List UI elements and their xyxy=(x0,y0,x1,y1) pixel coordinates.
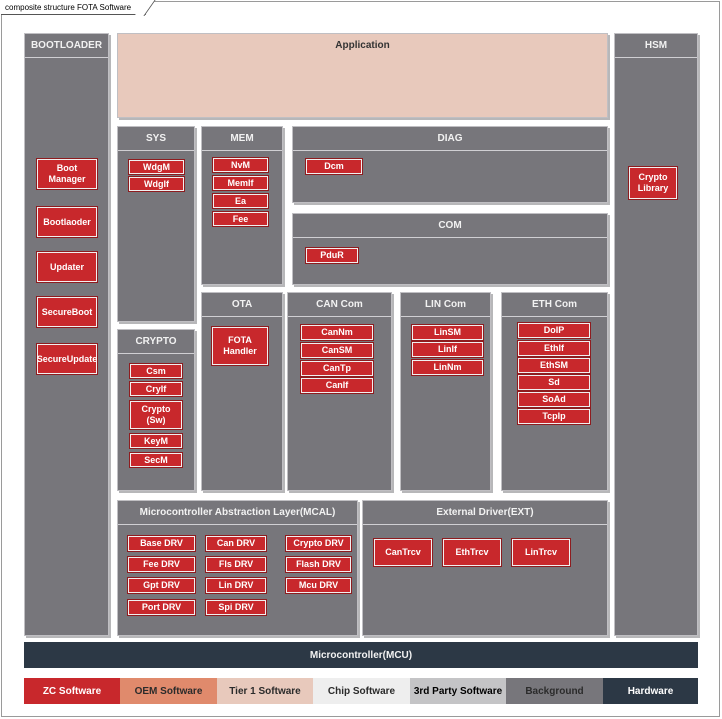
module-crypto-drv: Crypto DRV xyxy=(285,535,352,552)
diag-title: DIAG xyxy=(293,127,607,151)
mem-block: MEM NvM MemIf Ea Fee xyxy=(201,126,283,285)
hsm-block: HSM Crypto Library xyxy=(614,33,698,636)
crypto-block: CRYPTO Csm CryIf Crypto (Sw) KeyM SecM xyxy=(117,329,195,491)
diag-block: DIAG Dcm xyxy=(292,126,608,203)
legend-zc-software: ZC Software xyxy=(24,678,120,704)
ext-title: External Driver(EXT) xyxy=(363,501,607,525)
module-canif: CanIf xyxy=(300,377,374,394)
module-secm: SecM xyxy=(129,452,183,468)
module-ea: Ea xyxy=(212,193,269,209)
bootloader-title: BOOTLOADER xyxy=(25,34,108,58)
mcu-title: Microcontroller(MCU) xyxy=(309,650,413,661)
module-ethsm: EthSM xyxy=(517,357,591,374)
module-lintrcv: LinTrcv xyxy=(511,538,571,567)
lin-com-block: LIN Com LinSM LinIf LinNm xyxy=(400,292,491,491)
module-can-drv: Can DRV xyxy=(205,535,267,552)
eth-com-block: ETH Com DoIP EthIf EthSM Sd SoAd TcpIp xyxy=(501,292,608,491)
module-cantrcv: CanTrcv xyxy=(373,538,433,567)
module-updater: Updater xyxy=(36,251,98,283)
sys-title: SYS xyxy=(118,127,194,151)
module-spi-drv: Spi DRV xyxy=(205,599,267,616)
module-wdgif: WdgIf xyxy=(128,176,185,192)
hsm-title: HSM xyxy=(615,34,697,58)
ext-block: External Driver(EXT) CanTrcv EthTrcv Lin… xyxy=(362,500,608,636)
module-wdgm: WdgM xyxy=(128,159,185,175)
module-doip: DoIP xyxy=(517,322,591,339)
module-boot-manager: Boot Manager xyxy=(36,158,98,190)
module-sd: Sd xyxy=(517,374,591,391)
module-flash-drv: Flash DRV xyxy=(285,556,352,573)
module-soad: SoAd xyxy=(517,391,591,408)
ota-title: OTA xyxy=(202,293,282,317)
module-linsm: LinSM xyxy=(411,324,484,341)
module-base-drv: Base DRV xyxy=(127,535,196,552)
module-cantp: CanTp xyxy=(300,360,374,377)
can-com-title: CAN Com xyxy=(288,293,391,317)
lin-com-title: LIN Com xyxy=(401,293,490,317)
module-fota-handler: FOTA Handler xyxy=(211,326,269,366)
module-cansm: CanSM xyxy=(300,342,374,359)
crypto-title: CRYPTO xyxy=(118,330,194,354)
module-port-drv: Port DRV xyxy=(127,599,196,616)
module-dcm: Dcm xyxy=(305,158,363,175)
mem-title: MEM xyxy=(202,127,282,151)
module-bootloader: Bootlaoder xyxy=(36,206,98,238)
com-block: COM PduR xyxy=(292,213,608,285)
legend-background: Background xyxy=(506,678,603,704)
module-ethif: EthIf xyxy=(517,340,591,357)
mcal-block: Microcontroller Abstraction Layer(MCAL) … xyxy=(117,500,358,636)
module-tcpip: TcpIp xyxy=(517,408,591,425)
application-title: Application xyxy=(335,40,390,51)
module-memif: MemIf xyxy=(212,175,269,191)
can-com-block: CAN Com CanNm CanSM CanTp CanIf xyxy=(287,292,392,491)
frame-title: composite structure FOTA Software xyxy=(1,1,147,15)
mcu-block: Microcontroller(MCU) xyxy=(24,642,698,668)
legend-tier1-software: Tier 1 Software xyxy=(217,678,313,704)
module-ethtrcv: EthTrcv xyxy=(442,538,502,567)
bootloader-block: BOOTLOADER Boot Manager Bootlaoder Updat… xyxy=(24,33,109,636)
com-title: COM xyxy=(293,214,607,238)
module-linif: LinIf xyxy=(411,341,484,358)
legend-hardware: Hardware xyxy=(603,678,698,704)
sys-block: SYS WdgM WdgIf xyxy=(117,126,195,322)
legend-3rd-party-software: 3rd Party Software xyxy=(410,678,506,704)
module-fee-drv: Fee DRV xyxy=(127,556,196,573)
module-lin-drv: Lin DRV xyxy=(205,577,267,594)
legend-chip-software: Chip Software xyxy=(313,678,410,704)
module-cannm: CanNm xyxy=(300,324,374,341)
module-secureupdate: SecureUpdate xyxy=(36,343,98,375)
module-gpt-drv: Gpt DRV xyxy=(127,577,196,594)
module-pdur: PduR xyxy=(305,247,359,264)
legend-oem-software: OEM Software xyxy=(120,678,217,704)
mcal-title: Microcontroller Abstraction Layer(MCAL) xyxy=(118,501,357,525)
module-nvm: NvM xyxy=(212,157,269,173)
module-keym: KeyM xyxy=(129,433,183,449)
module-fee: Fee xyxy=(212,211,269,227)
module-cryif: CryIf xyxy=(129,381,183,397)
module-crypto-sw: Crypto (Sw) xyxy=(129,400,183,430)
ota-block: OTA FOTA Handler xyxy=(201,292,283,491)
module-csm: Csm xyxy=(129,363,183,379)
module-linnm: LinNm xyxy=(411,359,484,376)
module-secureboot: SecureBoot xyxy=(36,296,98,328)
application-block: Application xyxy=(117,33,608,118)
eth-com-title: ETH Com xyxy=(502,293,607,317)
module-fls-drv: Fls DRV xyxy=(205,556,267,573)
module-crypto-library: Crypto Library xyxy=(628,166,678,200)
module-mcu-drv: Mcu DRV xyxy=(285,577,352,594)
